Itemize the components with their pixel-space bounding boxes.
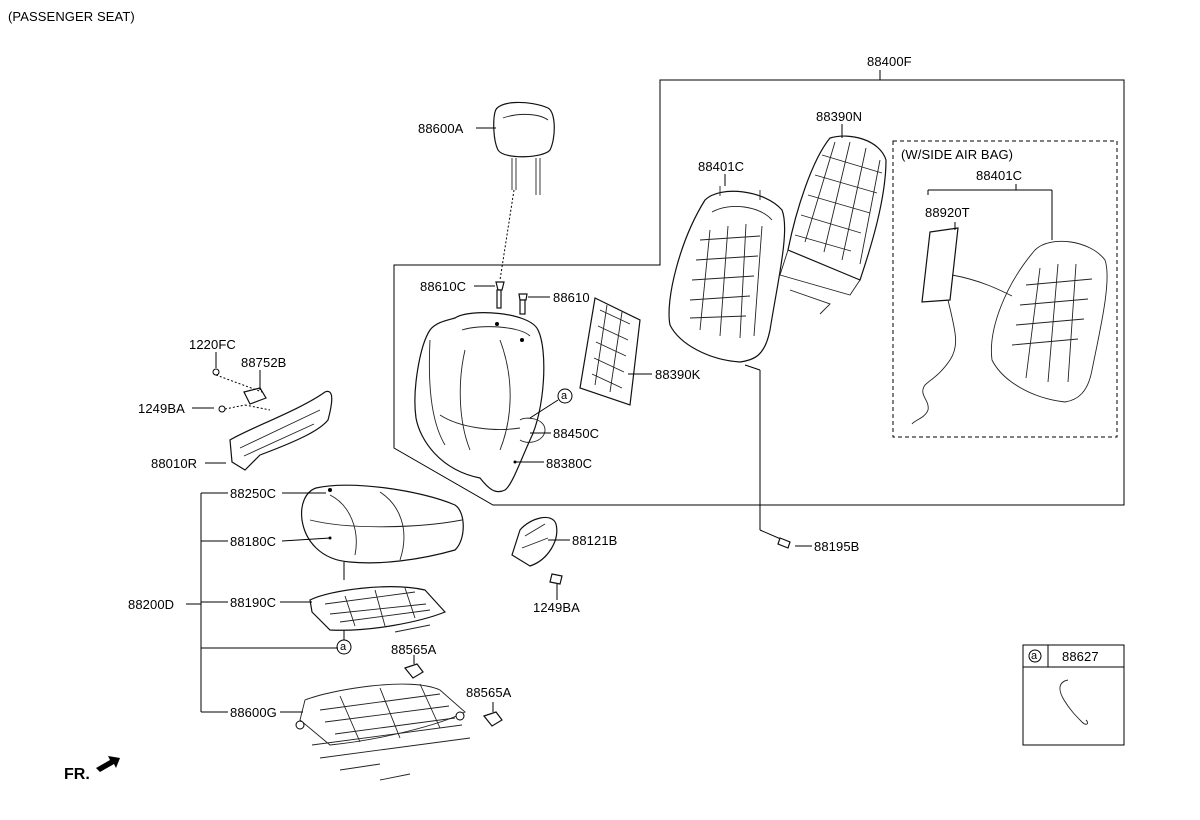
label-88195B[interactable]: 88195B [814, 539, 860, 554]
callout-symbol: a [1031, 650, 1038, 662]
airbag-variant-box [892, 140, 1118, 438]
label-88401C[interactable]: 88401C [698, 159, 745, 174]
headrest-drawing [476, 101, 555, 281]
label-88180C[interactable]: 88180C [230, 534, 277, 549]
label-88400F: 88400F [867, 54, 912, 69]
label-88121B[interactable]: 88121B [572, 533, 618, 548]
headrest-guide-drawing [474, 281, 550, 315]
label-88200D[interactable]: 88200D [128, 597, 175, 612]
label-1249BA-2[interactable]: 1249BA [533, 600, 580, 615]
seat-back-drawing [414, 312, 573, 493]
label-airbag-variant: (W/SIDE AIR BAG) [901, 147, 1014, 162]
front-direction-label: FR. [64, 766, 90, 783]
label-88600A[interactable]: 88600A [418, 121, 464, 136]
label-88610C[interactable]: 88610C [420, 279, 467, 294]
label-88565A[interactable]: 88565A [391, 642, 437, 657]
diagram-title: (PASSENGER SEAT) [8, 9, 135, 24]
frame-mat-drawing [779, 124, 887, 315]
bolt-drawing [777, 537, 812, 549]
label-88920T[interactable]: 88920T [925, 205, 970, 220]
label-88565A-2[interactable]: 88565A [466, 685, 512, 700]
label-88380C[interactable]: 88380C [546, 456, 593, 471]
track-drawing [295, 683, 471, 781]
label-88390N[interactable]: 88390N [816, 109, 863, 124]
callout-box [1022, 644, 1125, 746]
lumbar-support-drawing [579, 297, 652, 406]
cushion-frame-drawing [309, 586, 447, 633]
back-frame-drawing [668, 174, 791, 544]
circle-marker-cushion: a [340, 641, 347, 653]
label-1220FC[interactable]: 1220FC [189, 337, 236, 352]
label-88401C-airbag[interactable]: 88401C [976, 168, 1023, 183]
airbag-frame-drawing [911, 184, 1108, 425]
cover-drawing [511, 516, 570, 600]
label-88190C[interactable]: 88190C [230, 595, 277, 610]
label-88600G[interactable]: 88600G [230, 705, 277, 720]
front-direction-arrow-icon [96, 756, 120, 772]
cushion-group-bracket [186, 492, 338, 713]
label-88450C[interactable]: 88450C [553, 426, 600, 441]
label-88752B[interactable]: 88752B [241, 355, 287, 370]
label-88250C[interactable]: 88250C [230, 486, 277, 501]
assembly-outline [393, 70, 1125, 506]
label-88010R[interactable]: 88010R [151, 456, 198, 471]
clip-wire-icon [1059, 679, 1089, 725]
clip-drawing [403, 655, 503, 727]
cushion-drawing [300, 484, 464, 655]
circle-marker-back: a [561, 390, 568, 402]
side-shield-drawing [192, 352, 333, 471]
label-88390K[interactable]: 88390K [655, 367, 701, 382]
callout-part-88627[interactable]: 88627 [1062, 649, 1099, 664]
label-88610[interactable]: 88610 [553, 290, 590, 305]
label-1249BA[interactable]: 1249BA [138, 401, 185, 416]
